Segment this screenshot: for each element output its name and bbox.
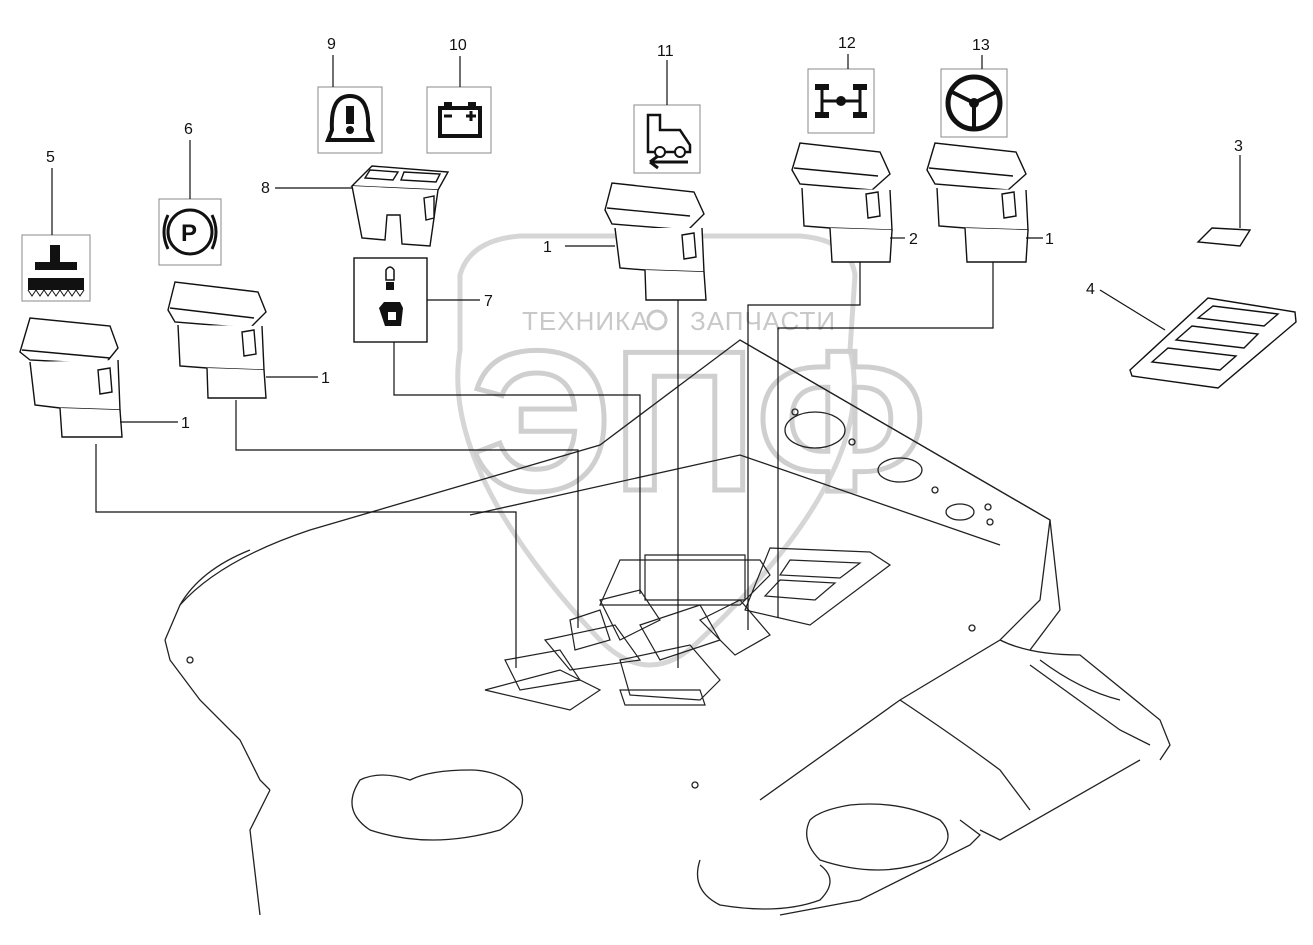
callout-1-center: 1 (543, 239, 552, 256)
callout-7: 7 (484, 293, 493, 310)
tractor-reverse-icon (633, 104, 701, 174)
svg-text:P: P (181, 220, 197, 247)
callout-2: 2 (909, 231, 918, 248)
four-wheel-drive-icon (807, 68, 875, 134)
battery-icon (426, 86, 492, 154)
watermark: ТЕХНИКА ЗАПЧАСТИ ЭПФ (455, 233, 929, 668)
switch-part-2 (791, 142, 893, 263)
frame-part-4 (1129, 297, 1297, 389)
parking-brake-icon: P (158, 198, 222, 266)
callout-9: 9 (327, 36, 336, 53)
bulb-socket-icon (353, 257, 428, 343)
switch-part-1-left (19, 317, 123, 438)
callout-4: 4 (1086, 281, 1095, 298)
implement-lift-icon (21, 234, 91, 302)
console-switch-panel (484, 547, 892, 711)
callout-labels: 5 6 9 10 11 12 13 3 4 8 7 1 1 1 2 1 (46, 35, 1243, 432)
callout-10: 10 (449, 37, 467, 54)
switch-housing-part-8 (350, 165, 450, 247)
watermark-gear-icon (646, 309, 668, 331)
leader-lines (51, 54, 1241, 668)
callout-13: 13 (972, 37, 990, 54)
callout-1-right: 1 (1045, 231, 1054, 248)
steering-wheel-icon (940, 68, 1008, 138)
pressure-warning-icon (317, 86, 383, 154)
watermark-text-right: ЗАПЧАСТИ (690, 306, 836, 336)
callout-3: 3 (1234, 138, 1243, 155)
callout-1-midleft: 1 (321, 370, 330, 387)
callout-12: 12 (838, 35, 856, 52)
switch-part-1-midleft (167, 281, 267, 399)
callout-11: 11 (657, 43, 674, 60)
plate-part-3 (1196, 227, 1252, 247)
callout-6: 6 (184, 121, 193, 138)
callout-1-left: 1 (181, 415, 190, 432)
switch-part-1-right (926, 142, 1029, 263)
callout-8: 8 (261, 180, 270, 197)
callout-5: 5 (46, 149, 55, 166)
watermark-text-left: ТЕХНИКА (522, 306, 650, 336)
watermark-big-letters: ЭПФ (470, 310, 927, 533)
switch-part-1-center (604, 182, 707, 301)
console-body (164, 339, 1171, 916)
